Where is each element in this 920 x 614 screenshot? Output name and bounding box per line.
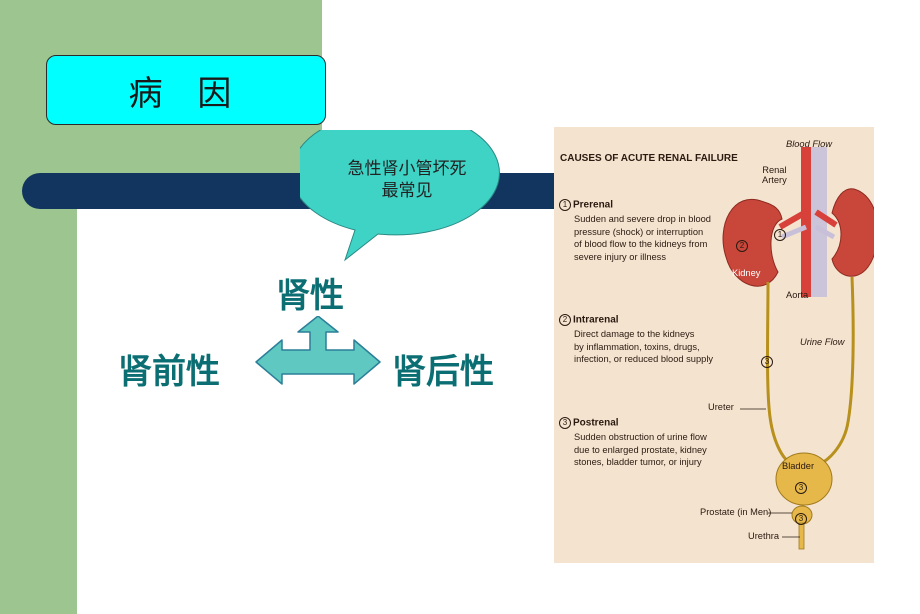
marker-1: 1 bbox=[774, 226, 788, 244]
bubble-text: 急性肾小管坏死 最常见 bbox=[318, 158, 496, 202]
three-way-arrow-icon bbox=[255, 316, 381, 385]
marker-3-ureter: 3 bbox=[761, 353, 775, 371]
speech-bubble bbox=[300, 130, 500, 262]
label-kidney: Kidney bbox=[732, 268, 761, 278]
acute-renal-failure-figure: CAUSES OF ACUTE RENAL FAILURE Blood Flow… bbox=[554, 127, 874, 563]
cause-2-text: Direct damage to the kidneys by inflamma… bbox=[574, 329, 714, 364]
marker-2: 2 bbox=[736, 237, 750, 255]
cause-3-text: Sudden obstruction of urine flow due to … bbox=[574, 432, 707, 467]
cause-1-text: Sudden and severe drop in blood pressure… bbox=[574, 214, 711, 262]
slide-title: 病 因 bbox=[46, 55, 326, 125]
figure-heading: CAUSES OF ACUTE RENAL FAILURE bbox=[560, 153, 738, 164]
urinary-system-illustration bbox=[722, 147, 874, 550]
label-bladder: Bladder bbox=[782, 461, 815, 471]
label-renal: 肾性 bbox=[276, 276, 344, 316]
marker-3-prostate: 3 bbox=[795, 510, 809, 528]
label-blood-flow: Blood Flow bbox=[786, 139, 832, 149]
label-urethra: Urethra bbox=[748, 531, 780, 541]
label-aorta: Aorta bbox=[786, 290, 809, 300]
label-prostate: Prostate (in Men) bbox=[700, 507, 772, 517]
label-ureter: Ureter bbox=[708, 402, 734, 412]
label-renal-artery: Renal Artery bbox=[762, 165, 787, 185]
label-prerenal: 肾前性 bbox=[118, 352, 220, 392]
bubble-line-1: 急性肾小管坏死 bbox=[347, 159, 467, 179]
bubble-line-2: 最常见 bbox=[381, 181, 433, 201]
label-urine-flow: Urine Flow bbox=[800, 337, 845, 347]
marker-3-bladder: 3 bbox=[795, 479, 809, 497]
label-postrenal: 肾后性 bbox=[392, 352, 494, 392]
